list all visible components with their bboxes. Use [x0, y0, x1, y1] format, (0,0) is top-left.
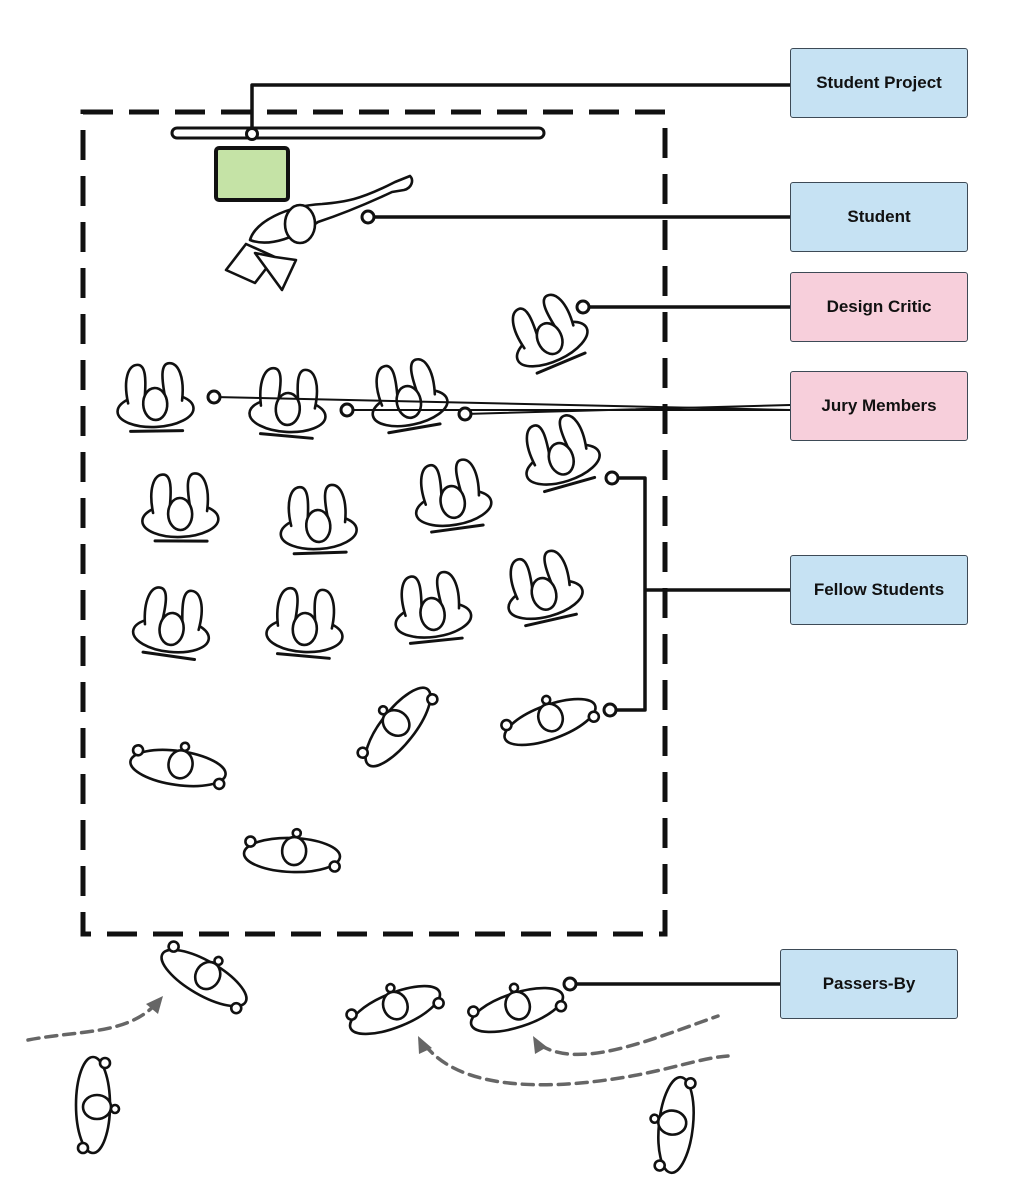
fellow-student-icon	[263, 585, 347, 661]
movement-path	[423, 1043, 730, 1087]
fellow-student-standing-icon	[494, 679, 603, 756]
passer-by-icon	[643, 1073, 700, 1176]
label-student-project: Student Project	[790, 48, 968, 118]
connector-dots	[206, 127, 620, 992]
passer-by-icon	[152, 930, 260, 1019]
label-jury-members-text: Jury Members	[821, 396, 937, 415]
connector-dot-icon	[206, 389, 222, 405]
jury-member-icon	[113, 360, 197, 436]
student-project-board	[214, 146, 290, 202]
movement-path	[26, 1003, 157, 1042]
connector-dot-icon	[457, 406, 473, 422]
fellow-student-standing-icon	[242, 826, 343, 875]
student-presenter-icon	[224, 174, 414, 292]
label-student-text: Student	[847, 207, 911, 226]
fellow-student-standing-icon	[126, 734, 231, 793]
connector-dot-icon	[245, 127, 259, 141]
leader-line-jury-3	[464, 404, 791, 415]
label-passers-by-text: Passers-By	[822, 974, 916, 993]
label-fellow-students: Fellow Students	[790, 555, 968, 625]
label-design-critic-text: Design Critic	[826, 297, 932, 316]
connector-dot-icon	[562, 976, 578, 992]
fellow-student-icon	[495, 543, 590, 633]
jury-member-icon	[246, 365, 330, 441]
passer-by-icon	[339, 966, 448, 1046]
fellow-student-icon	[406, 454, 497, 538]
label-student: Student	[790, 182, 968, 252]
label-jury-members: Jury Members	[790, 371, 968, 441]
jury-member-icon	[361, 353, 454, 439]
connector-dot-icon	[604, 470, 620, 486]
leader-line-fellow-students	[608, 476, 792, 712]
arrowheads	[146, 996, 547, 1054]
fellow-student-icon	[139, 471, 221, 545]
fellow-student-icon	[276, 481, 360, 559]
leader-line-student-project	[250, 83, 792, 136]
fellow-student-standing-icon	[346, 671, 443, 777]
label-student-project-text: Student Project	[816, 73, 942, 92]
label-design-critic: Design Critic	[790, 272, 968, 342]
fellow-student-icon	[129, 583, 216, 663]
critique-area-boundary	[80, 109, 668, 937]
passer-by-icon	[74, 1055, 121, 1155]
connector-dot-icon	[339, 402, 355, 418]
fellow-student-icon	[387, 567, 476, 649]
label-fellow-students-text: Fellow Students	[813, 580, 945, 599]
passer-by-icon	[462, 969, 570, 1043]
connector-dot-icon	[360, 209, 376, 225]
leader-lines	[213, 83, 792, 986]
label-passers-by: Passers-By	[780, 949, 958, 1019]
fellow-student-icon	[511, 407, 608, 499]
movement-paths	[26, 1003, 730, 1087]
pin-up-wall	[170, 126, 546, 140]
movement-path	[538, 1014, 720, 1057]
connector-dot-icon	[602, 702, 618, 718]
connector-dot-icon	[575, 299, 591, 315]
